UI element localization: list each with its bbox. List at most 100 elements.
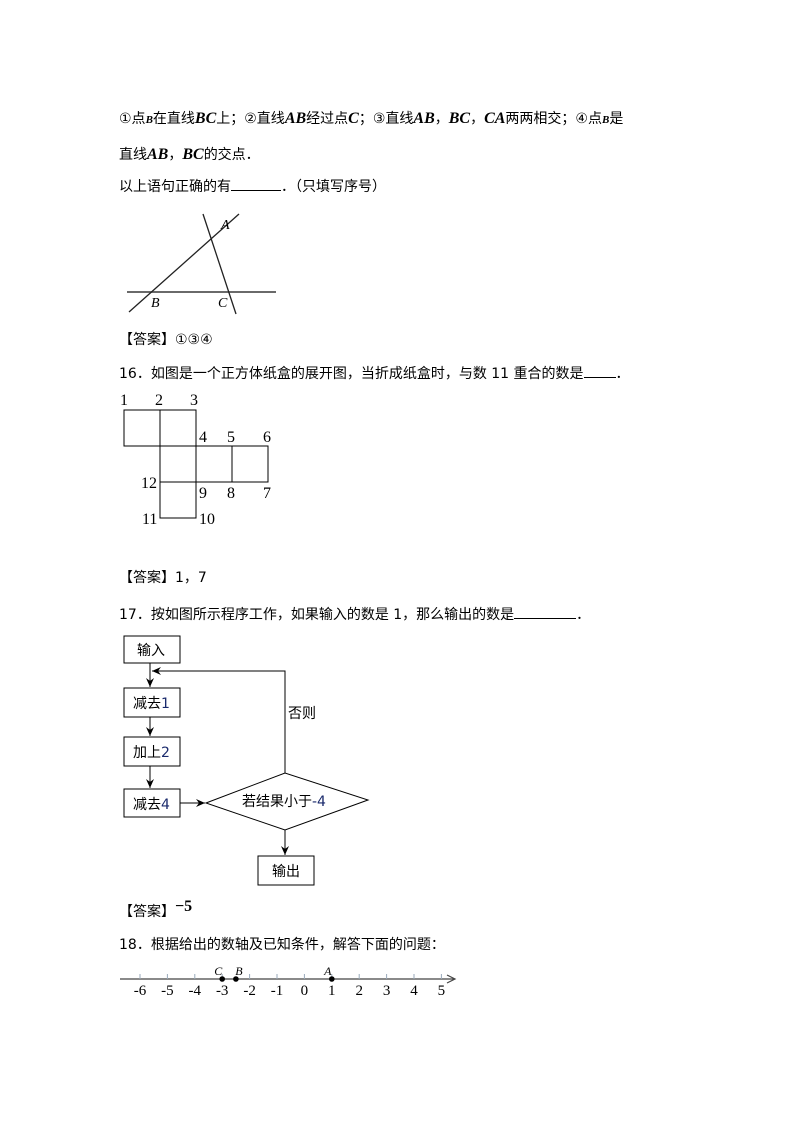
- point-label: B: [235, 964, 243, 978]
- net-square: [231, 445, 269, 483]
- box-output: [257, 855, 315, 886]
- text: 17．按如图所示程序工作，如果输入的数是 1，那么输出的数是: [119, 607, 515, 623]
- net-square: [123, 409, 161, 447]
- text: ，: [168, 147, 183, 163]
- box-subtract-1: [123, 687, 181, 718]
- text: 的交点．: [203, 147, 260, 163]
- flow-label: 输出: [272, 864, 300, 880]
- text: 16．如图是一个正方体纸盒的展开图，当折成纸盒时，与数 11 重合的数是: [119, 366, 584, 382]
- q17-answer: 【答案】−5: [119, 898, 192, 921]
- tick-label: 5: [438, 983, 446, 999]
- condition-label: 若结果小于-4: [242, 794, 326, 810]
- box-add-2: [123, 736, 181, 767]
- point-b: [233, 976, 239, 982]
- net-labels: 1 2 3 4 5 6 7 8 9 10 11 12: [120, 392, 271, 528]
- answer-label: 【答案】: [119, 904, 175, 920]
- text: ．: [576, 607, 591, 623]
- tick-label: -6: [134, 983, 147, 999]
- axis-arrow-icon: [446, 974, 457, 984]
- point-label: A: [323, 964, 332, 978]
- flowchart: [123, 635, 370, 886]
- tick-label: -4: [189, 983, 202, 999]
- tick-label: -3: [216, 983, 229, 999]
- answer-value: −5: [175, 898, 193, 915]
- text: 在直线: [152, 111, 195, 127]
- tick-label: 4: [410, 983, 418, 999]
- net-square: [159, 445, 197, 483]
- q16-question: 16．如图是一个正方体纸盒的展开图，当折成纸盒时，与数 11 重合的数是 ．: [119, 363, 630, 383]
- answer-blank: [231, 176, 281, 191]
- net-number: 3: [190, 392, 198, 409]
- flow-label: 减去4: [133, 797, 170, 813]
- tick-label: 1: [328, 983, 336, 999]
- net-square: [195, 445, 233, 483]
- tick-label: -5: [161, 983, 174, 999]
- answer-blank: [514, 604, 577, 619]
- net-number: 4: [199, 429, 207, 446]
- net-number: 1: [120, 392, 128, 409]
- net-number: 9: [199, 485, 207, 502]
- flowchart-labels: 输入 减去1 加上2 减去4 若结果小于-4 否则 输出: [133, 643, 326, 880]
- net-square: [159, 481, 197, 519]
- else-label: 否则: [288, 706, 316, 722]
- label-b: B: [151, 296, 160, 311]
- tick-label: 2: [355, 983, 363, 999]
- text: ，: [470, 111, 485, 127]
- math: AB: [284, 110, 307, 127]
- point-a: [329, 976, 335, 982]
- tick-label: 3: [383, 983, 391, 999]
- answer-label: 【答案】: [119, 570, 175, 586]
- text: 是: [609, 111, 624, 127]
- box-input: [123, 635, 181, 664]
- net-number: 6: [263, 429, 271, 446]
- loop-arrow: [152, 667, 286, 773]
- text: 经过点: [306, 111, 349, 127]
- text: 上；②直线: [216, 111, 285, 127]
- net-number: 12: [141, 475, 157, 492]
- tick-label: 0: [301, 983, 309, 999]
- answer-label: 【答案】: [119, 332, 175, 348]
- math: B: [601, 114, 610, 126]
- text: ．: [615, 366, 630, 382]
- q15-answer: 【答案】①③④: [119, 331, 213, 349]
- q15-lines-figure: [127, 213, 276, 315]
- answer-value: ①③④: [175, 332, 213, 348]
- answer-blank: [583, 363, 616, 378]
- net-number: 10: [199, 511, 215, 528]
- q16-answer: 【答案】1，7: [119, 569, 207, 587]
- point-label: C: [214, 964, 223, 978]
- math: AB: [147, 146, 169, 163]
- q18-question: 18．根据给出的数轴及已知条件，解答下面的问题：: [119, 936, 445, 954]
- answer-value: 1，7: [175, 570, 207, 586]
- net-number: 2: [155, 392, 163, 409]
- label-a: A: [220, 218, 230, 233]
- math: B: [145, 114, 153, 126]
- text: 以上语句正确的有: [119, 179, 231, 195]
- net-number: 5: [227, 429, 235, 446]
- flow-label: 加上2: [133, 745, 170, 761]
- math: BC: [448, 110, 471, 127]
- line-ab: [128, 213, 240, 313]
- label-c: C: [218, 296, 228, 311]
- math: BC: [194, 110, 217, 127]
- q15-prompt: 以上语句正确的有 ．（只填写序号）: [119, 176, 386, 196]
- q17-question: 17．按如图所示程序工作，如果输入的数是 1，那么输出的数是 ．: [119, 604, 590, 624]
- math: C: [348, 110, 359, 127]
- tick-label: -1: [271, 983, 284, 999]
- math: BC: [182, 146, 204, 163]
- text: ①点: [119, 111, 146, 127]
- condition-diamond: [204, 772, 370, 831]
- tick-label: -2: [243, 983, 256, 999]
- text: 18．根据给出的数轴及已知条件，解答下面的问题：: [119, 937, 445, 953]
- text: ；③直线: [358, 111, 414, 127]
- q15-statement-line2: 直线AB，BC的交点．: [119, 146, 260, 164]
- text: ．（只填写序号）: [281, 179, 386, 195]
- text: 两两相交；④点: [505, 111, 602, 127]
- net-number: 8: [227, 485, 235, 502]
- line-ac: [202, 213, 237, 315]
- flow-label: 减去1: [133, 696, 170, 712]
- flow-label: 输入: [137, 643, 165, 659]
